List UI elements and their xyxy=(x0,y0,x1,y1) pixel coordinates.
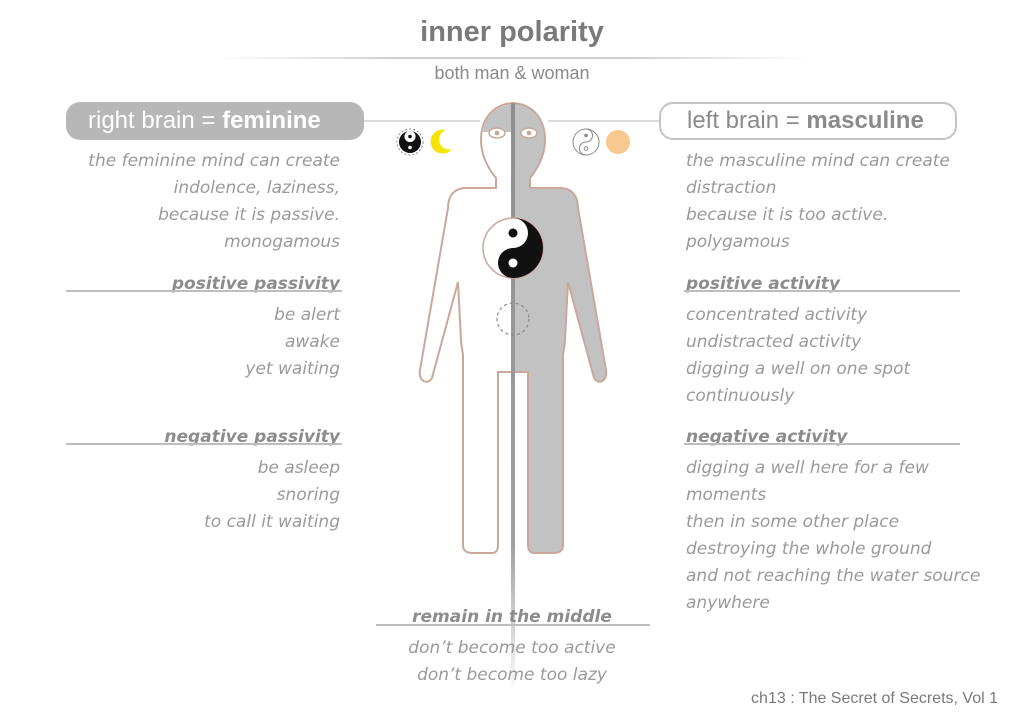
badge-prefix: right brain = xyxy=(88,107,223,134)
list-item: don’t become too active xyxy=(408,638,616,658)
list-item: monogamous xyxy=(224,232,340,252)
divider xyxy=(684,290,960,292)
badge-bold: feminine xyxy=(222,107,321,134)
negative-activity-heading: negative activity xyxy=(686,427,848,447)
left-brain-masculine-badge: left brain = masculine xyxy=(659,102,957,140)
list-item: indolence, laziness, xyxy=(173,178,340,198)
remain-in-the-middle-heading: remain in the middle xyxy=(412,607,612,627)
title-divider xyxy=(215,57,810,59)
list-item: snoring xyxy=(276,485,340,505)
yin-yang-outline-icon xyxy=(572,128,600,156)
middle-list: don’t become too active don’t become too… xyxy=(362,635,662,689)
divider xyxy=(66,443,342,445)
list-item: the masculine mind can create xyxy=(686,151,950,171)
list-item: because it is passive. xyxy=(158,205,340,225)
page-title: inner polarity xyxy=(420,16,604,48)
list-item: be alert xyxy=(274,305,340,325)
list-item: because it is too active. xyxy=(686,205,889,225)
list-item: and not reaching the water source xyxy=(686,566,981,586)
list-item: anywhere xyxy=(686,593,770,613)
list-item: concentrated activity xyxy=(686,305,868,325)
masculine-intro: the masculine mind can create distractio… xyxy=(686,148,1016,256)
negative-passivity-list: be asleep snoring to call it waiting xyxy=(60,455,340,536)
list-item: continuously xyxy=(686,386,795,406)
positive-passivity-list: be alert awake yet waiting xyxy=(60,302,340,383)
divider xyxy=(66,290,342,292)
negative-activity-list: digging a well here for a few moments th… xyxy=(686,455,1016,617)
divider xyxy=(684,443,960,445)
feminine-intro: the feminine mind can create indolence, … xyxy=(60,148,340,256)
yin-yang-icon xyxy=(396,128,424,156)
list-item: to call it waiting xyxy=(204,512,340,532)
list-item: then in some other place xyxy=(686,512,900,532)
list-item: distraction xyxy=(686,178,777,198)
positive-passivity-heading: positive passivity xyxy=(171,274,340,294)
negative-passivity-heading: negative passivity xyxy=(164,427,340,447)
list-item: digging a well here for a few xyxy=(686,458,929,478)
list-item: digging a well on one spot xyxy=(686,359,911,379)
sun-icon xyxy=(606,130,630,154)
heart-yin-yang-icon xyxy=(482,217,544,279)
positive-activity-list: concentrated activity undistracted activ… xyxy=(686,302,1016,410)
list-item: polygamous xyxy=(686,232,790,252)
list-item: destroying the whole ground xyxy=(686,539,932,559)
list-item: undistracted activity xyxy=(686,332,862,352)
badge-prefix: left brain = xyxy=(687,107,807,134)
list-item: don’t become too lazy xyxy=(417,665,607,685)
list-item: awake xyxy=(284,332,340,352)
list-item: the feminine mind can create xyxy=(88,151,340,171)
source-caption: ch13 : The Secret of Secrets, Vol 1 xyxy=(751,690,998,707)
right-brain-feminine-badge: right brain = feminine xyxy=(66,102,364,140)
badge-bold: masculine xyxy=(806,107,924,134)
list-item: yet waiting xyxy=(245,359,340,379)
moon-icon xyxy=(430,129,452,154)
list-item: be asleep xyxy=(257,458,340,478)
positive-activity-heading: positive activity xyxy=(686,274,840,294)
subtitle: both man & woman xyxy=(434,63,590,83)
list-item: moments xyxy=(686,485,767,505)
